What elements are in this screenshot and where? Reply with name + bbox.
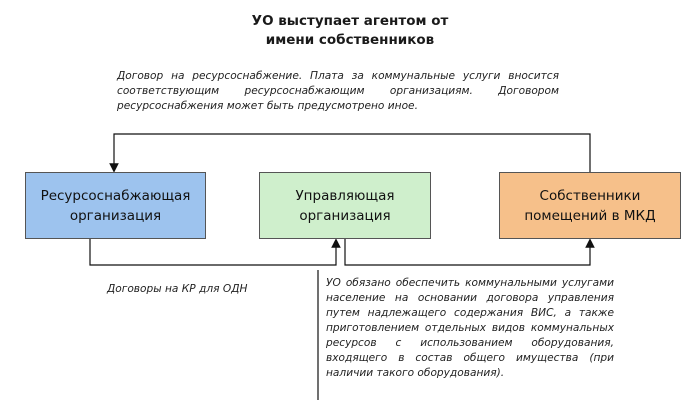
title-line-2: имени собственников — [265, 32, 435, 48]
diagram-title: УО выступает агентом от имени собственни… — [0, 12, 700, 50]
note-resource-contract: Договор на ресурсоснабжение. Плата за ко… — [117, 70, 559, 112]
node-rso-line2: организация — [69, 207, 162, 224]
node-uo-line1: Управляющая — [295, 187, 395, 204]
node-management-company: Управляющая организация — [259, 172, 431, 239]
node-uo-line2: организация — [299, 207, 391, 224]
node-resource-supplier: Ресурсоснабжающая организация — [25, 172, 206, 239]
note-kr-contracts: Договоры на КР для ОДН — [107, 283, 248, 295]
arrow-owners-to-rso — [109, 133, 591, 173]
node-own-line1: Собственники — [539, 187, 641, 204]
arrow-uo-to-owners — [344, 238, 595, 266]
note-uo-obligation: УО обязано обеспечить коммунальными услу… — [326, 277, 614, 379]
node-own-line2: помещений в МКД — [524, 207, 656, 224]
title-line-1: УО выступает агентом от — [251, 13, 449, 29]
arrow-rso-to-uo — [89, 238, 341, 266]
node-rso-line1: Ресурсоснабжающая — [40, 187, 191, 204]
node-owners: Собственники помещений в МКД — [499, 172, 681, 239]
